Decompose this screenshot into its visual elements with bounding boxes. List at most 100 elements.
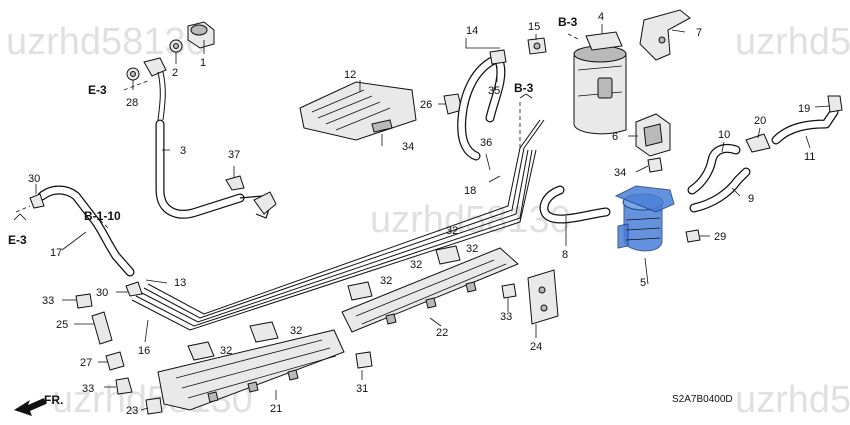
part-30-clamp-mid <box>125 281 143 297</box>
ref-b110: B-1-10 <box>84 209 121 223</box>
part-37-fitting <box>225 175 245 191</box>
ref-b3-mid: B-3 <box>514 81 534 95</box>
label-part-20: 20 <box>754 115 766 127</box>
part-3-hose <box>155 71 277 219</box>
part-8-hose <box>539 185 611 224</box>
label-part-2: 2 <box>172 67 178 79</box>
part-17-hose <box>37 185 135 277</box>
part-22-protector <box>341 247 519 333</box>
part-25-bracket <box>91 311 113 345</box>
label-part-19: 19 <box>798 103 810 115</box>
part-9-hose <box>689 167 751 213</box>
label-part-30-b: 30 <box>96 287 108 299</box>
label-part-10: 10 <box>718 129 730 141</box>
label-part-12: 12 <box>344 69 356 81</box>
label-part-32-c: 32 <box>410 259 422 271</box>
part-33-bolt-c <box>501 283 517 299</box>
part-32-clips-left <box>187 321 279 361</box>
label-part-32-a: 32 <box>466 243 478 255</box>
label-part-35: 35 <box>488 85 500 97</box>
part-7-bracket <box>639 9 691 61</box>
part-29-clip <box>685 229 701 243</box>
fitting-group-top-left <box>126 21 215 81</box>
part-31-nut <box>355 351 373 369</box>
part-2-hole <box>173 43 179 49</box>
part-5-fuel-filter <box>614 185 675 252</box>
part-23-clip <box>145 397 163 415</box>
part-labels: 1 2 3 4 5 6 7 8 9 10 11 12 13 14 15 16 1… <box>28 11 815 417</box>
label-part-5: 5 <box>640 277 646 289</box>
label-part-29: 29 <box>714 231 726 243</box>
part-15-clip <box>527 37 547 55</box>
label-part-32-d: 32 <box>290 325 302 337</box>
part-10-hose <box>687 143 741 195</box>
label-part-21: 21 <box>270 403 282 415</box>
leader-lines <box>15 24 831 411</box>
part-6-mount <box>635 113 671 157</box>
label-part-4: 4 <box>598 11 604 23</box>
label-part-23: 23 <box>126 405 138 417</box>
label-part-33-a: 33 <box>42 295 54 307</box>
label-part-32-f: 32 <box>446 225 458 237</box>
part-11-hose <box>771 107 839 145</box>
ref-arrow-e3-left <box>13 213 27 221</box>
part-33-bolt-a <box>75 293 93 309</box>
label-part-13: 13 <box>174 277 186 289</box>
label-part-33-b: 33 <box>82 383 94 395</box>
reference-labels: E-3 E-3 B-1-10 B-3 B-3 <box>8 15 578 247</box>
label-part-6: 6 <box>612 131 618 143</box>
label-part-17: 17 <box>50 247 62 259</box>
label-part-18: 18 <box>464 185 476 197</box>
direction-label: FR. <box>44 393 63 407</box>
part-1-top <box>190 24 208 36</box>
label-part-36: 36 <box>480 137 492 149</box>
front-direction-arrow: FR. <box>14 393 63 416</box>
label-part-30-a: 30 <box>28 173 40 185</box>
label-part-14: 14 <box>466 25 478 37</box>
label-part-25: 25 <box>56 319 68 331</box>
label-part-11: 11 <box>804 151 815 163</box>
label-part-3: 3 <box>180 145 186 157</box>
watermark-bottom-right: uzrhd58130 <box>735 379 850 421</box>
label-part-24: 24 <box>530 341 542 353</box>
label-part-15: 15 <box>528 21 540 33</box>
label-part-1: 1 <box>200 57 206 69</box>
label-part-34-a: 34 <box>402 141 414 153</box>
diagram-code: S2A7B0400D <box>672 394 733 405</box>
label-part-32-e: 32 <box>220 345 232 357</box>
part-21-protector <box>157 329 345 411</box>
label-part-28: 28 <box>126 97 138 109</box>
label-part-9: 9 <box>748 193 754 205</box>
label-part-33-c: 33 <box>500 311 512 323</box>
part-3-fitting-top <box>143 57 167 77</box>
label-part-26: 26 <box>420 99 432 111</box>
label-part-7: 7 <box>696 27 702 39</box>
part-12-cover <box>299 81 417 141</box>
part-19-fitting <box>827 95 843 113</box>
part-30-clamp-left <box>29 193 45 209</box>
arrow-icon <box>14 398 46 416</box>
part-34-bolt-right <box>647 157 663 173</box>
label-part-8: 8 <box>562 249 568 261</box>
watermark-top-right: uzrhd58130 <box>735 21 850 63</box>
ref-e3-top: E-3 <box>88 83 107 97</box>
part-33-bolt-b <box>115 377 133 395</box>
label-part-32-b: 32 <box>380 275 392 287</box>
part-28-hole <box>130 71 136 77</box>
label-part-31: 31 <box>356 383 368 395</box>
part-24-bracket <box>527 269 559 325</box>
part-27-grommet <box>105 351 125 371</box>
label-part-16: 16 <box>138 345 150 357</box>
ref-arrow-b3-mid <box>519 93 533 99</box>
label-part-37: 37 <box>228 149 240 161</box>
ref-b3-top: B-3 <box>558 15 578 29</box>
label-part-22: 22 <box>436 327 448 339</box>
label-part-27: 27 <box>80 357 92 369</box>
label-part-34-b: 34 <box>614 167 626 179</box>
fuel-lines <box>131 119 545 331</box>
part-14-hose <box>457 49 507 161</box>
ref-e3-left: E-3 <box>8 233 27 247</box>
part-4-canister <box>573 31 627 135</box>
part-32-clips-right <box>347 245 461 301</box>
